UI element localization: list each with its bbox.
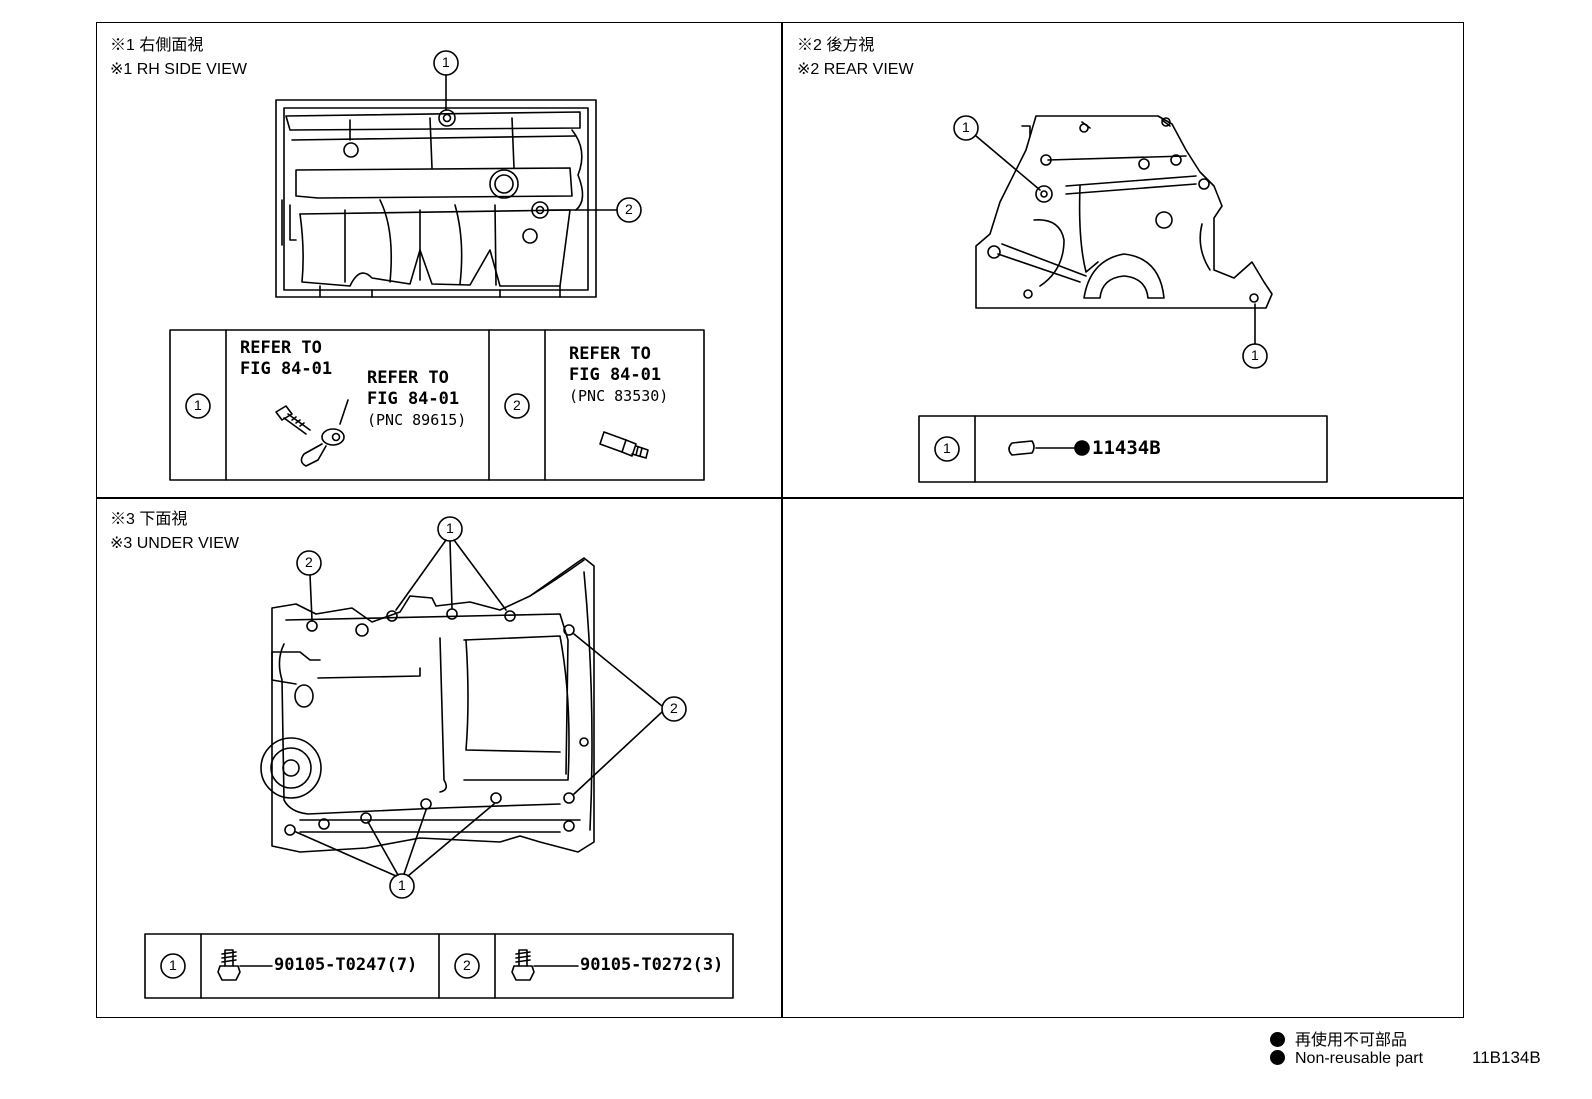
knock-sensor-icon: [300, 399, 349, 467]
callout-circle: [389, 873, 415, 899]
rh-side-title-en: ※1 RH SIDE VIEW: [110, 61, 247, 78]
rh-side-title-jp: ※1 右側面視: [110, 37, 204, 54]
callout-number: 2: [625, 201, 633, 217]
callout-circle: [661, 696, 687, 722]
refer-note-knock-sensor: REFER TO FIG 84-01 (PNC 89615): [367, 368, 466, 431]
part-number-bolt-2: 90105-T0272(3): [580, 955, 724, 975]
callout-leader: [395, 539, 507, 611]
divider-horizontal: [97, 497, 1463, 499]
cylinder-block-under-drawing: [260, 557, 595, 853]
rear-title-jp: ※2 後方視: [797, 37, 875, 54]
callout-number: 1: [446, 520, 454, 536]
refer-note-oil-switch: REFER TO FIG 84-01 (PNC 83530): [569, 344, 668, 407]
legend-jp: 再使用不可部品: [1270, 1026, 1407, 1050]
under-title-jp: ※3 下面視: [110, 511, 188, 528]
dowel-pin-icon: [1008, 440, 1090, 456]
callout-circle: [953, 115, 979, 141]
rear-parts-table: [918, 415, 1328, 483]
rear-title-en: ※2 REAR VIEW: [797, 61, 914, 78]
callout-circle: [616, 197, 642, 223]
rh-side-view-title: ※1 右側面視 ※1 RH SIDE VIEW: [110, 34, 247, 82]
oil-pressure-switch-icon: [599, 431, 649, 459]
callout-leader: [573, 633, 663, 795]
non-reusable-dot-icon: [1270, 1032, 1285, 1047]
callout-number: 1: [962, 119, 970, 135]
callout-leader: [309, 574, 313, 621]
under-parts-table: [144, 933, 734, 999]
table-item-number: 1: [169, 957, 177, 973]
legend-text-en: Non-reusable part: [1295, 1050, 1424, 1067]
cylinder-block-side-drawing: [275, 99, 597, 298]
table-item-number: 1: [194, 397, 202, 413]
callout-circle: [1242, 343, 1268, 369]
callout-circle: [433, 50, 459, 76]
refer-text: FIG 84-01: [569, 365, 662, 385]
rh-side-parts-table: [169, 329, 705, 481]
callout-leader: [975, 135, 1041, 191]
part-number-bolt-1: 90105-T0247(7): [274, 955, 418, 975]
pnc-text: (PNC 89615): [367, 411, 467, 429]
bolt-icon: [275, 405, 311, 435]
refer-text: FIG 84-01: [367, 389, 460, 409]
callout-number: 2: [305, 554, 313, 570]
legend-en: Non-reusable part: [1270, 1050, 1423, 1068]
callout-number: 1: [1251, 347, 1259, 363]
non-reusable-dot-icon: [1270, 1050, 1285, 1065]
refer-text: REFER TO: [367, 368, 449, 388]
figure-code: 11B134B: [1472, 1048, 1541, 1067]
callout-number: 1: [442, 54, 450, 70]
flange-bolt-icon: [217, 949, 273, 981]
divider-vertical: [781, 23, 783, 1017]
refer-text: REFER TO: [569, 344, 651, 364]
table-item-number: 2: [463, 957, 471, 973]
refer-text: REFER TO: [240, 338, 322, 358]
callout-number: 2: [670, 700, 678, 716]
part-number-dowel: 11434B: [1092, 437, 1161, 459]
under-title-en: ※3 UNDER VIEW: [110, 535, 239, 552]
diagram-frame: [96, 22, 1464, 1018]
refer-text: FIG 84-01: [240, 359, 333, 379]
legend-text-jp: 再使用不可部品: [1295, 1032, 1408, 1049]
table-item-number: 1: [943, 440, 951, 456]
rear-view-title: ※2 後方視 ※2 REAR VIEW: [797, 34, 914, 82]
callout-circle: [296, 550, 322, 576]
callout-number: 1: [398, 877, 406, 893]
callout-leader: [295, 803, 495, 877]
refer-note-bolt: REFER TO FIG 84-01: [240, 338, 332, 380]
cylinder-block-rear-drawing: [975, 115, 1273, 309]
flange-bolt-icon: [511, 949, 579, 981]
under-view-title: ※3 下面視 ※3 UNDER VIEW: [110, 508, 239, 556]
table-item-number: 2: [513, 397, 521, 413]
pnc-text: (PNC 83530): [569, 387, 669, 405]
